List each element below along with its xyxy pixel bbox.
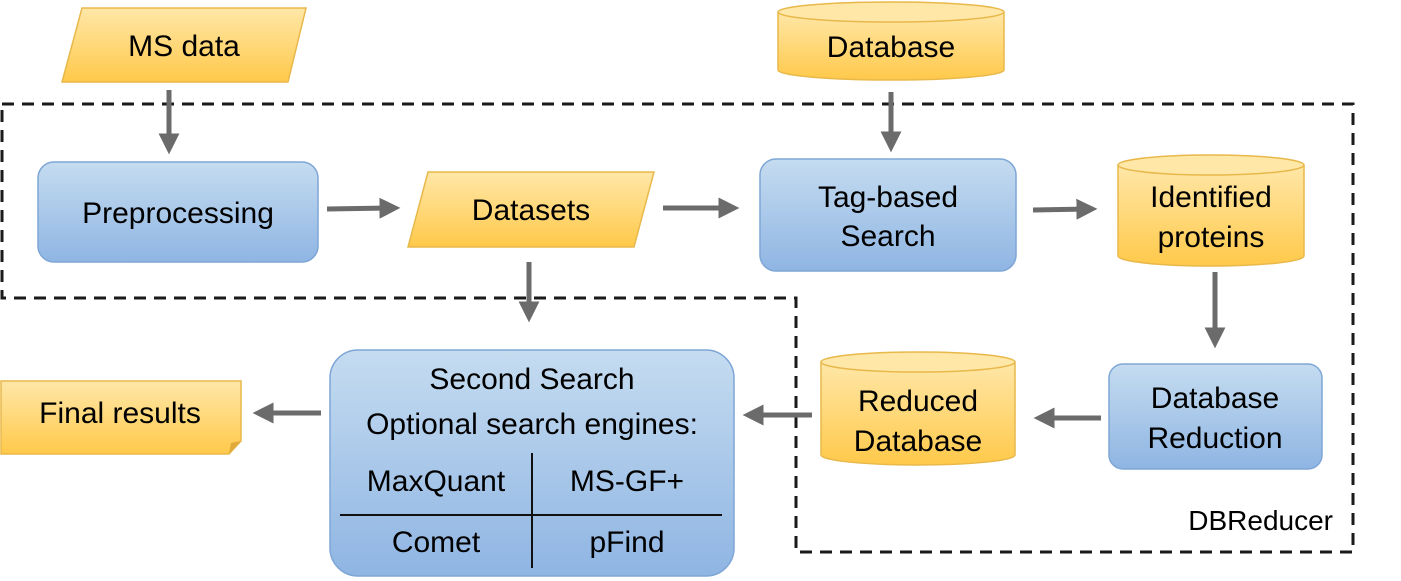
svg-text:Search: Search [840,220,935,253]
tag-based-search-node: Tag-based Search [759,158,1017,272]
arrow-preprocessing-to-datasets [326,197,401,219]
arrows [158,90,1226,429]
engine-maxquant: MaxQuant [367,465,506,498]
svg-text:Identified: Identified [1150,181,1272,214]
dbreducer-boundary [0,102,1355,554]
svg-text:Preprocessing: Preprocessing [82,197,274,230]
identified-proteins-node: Identified proteins [1117,154,1305,267]
ms-data-node: MS data [61,7,307,83]
engine-msgf: MS-GF+ [570,465,684,498]
second-search-title: Second Search [429,363,634,396]
second-search-subtitle: Optional search engines: [366,408,698,441]
svg-text:Final results: Final results [39,397,201,430]
svg-text:Database: Database [827,31,955,64]
preprocessing-node: Preprocessing [37,161,319,263]
engine-comet: Comet [392,526,481,559]
database-node: Database [777,1,1005,81]
datasets-node: Datasets [407,171,655,248]
svg-text:MS data: MS data [128,30,240,63]
svg-text:Reduction: Reduction [1147,422,1282,455]
database-reduction-node: Database Reduction [1108,363,1323,470]
engine-pfind: pFind [589,526,664,559]
reduced-database-node: Reduced Database [820,351,1016,466]
arrow-tag-to-identified [1032,198,1098,220]
svg-text:Database: Database [854,425,982,458]
svg-text:Reduced: Reduced [858,385,978,418]
second-search-node: Second Search Optional search engines: M… [329,349,735,577]
svg-text:Tag-based: Tag-based [818,181,958,214]
svg-text:proteins: proteins [1158,221,1265,254]
svg-text:Database: Database [1151,382,1279,415]
final-results-node: Final results [0,380,242,455]
svg-text:Datasets: Datasets [472,194,590,227]
dbreducer-label: DBReducer [1188,505,1333,536]
